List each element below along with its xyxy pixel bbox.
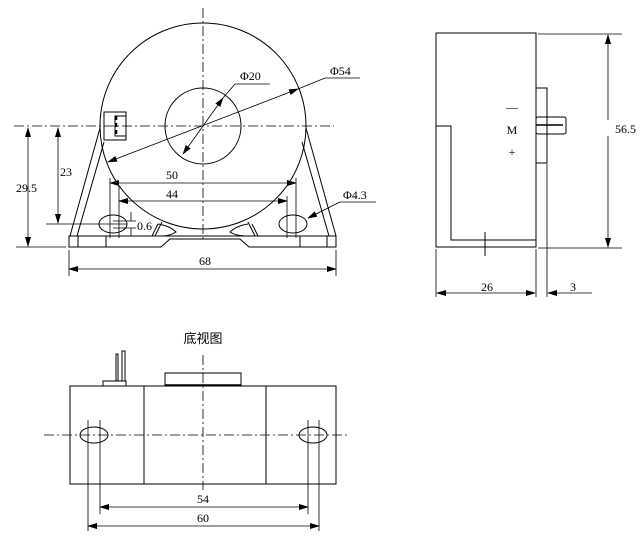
dim-phi4-3: Φ4.3 — [343, 188, 367, 202]
dim-29-5: 29.5 — [16, 181, 37, 195]
dim-54: 54 — [197, 492, 209, 506]
dim-68: 68 — [199, 254, 211, 268]
dim-50: 50 — [166, 168, 178, 182]
dim-phi20: Φ20 — [240, 69, 261, 83]
m-mark: M — [507, 123, 518, 137]
bottom-right-slot — [298, 426, 328, 444]
bottom-left-slot — [79, 426, 109, 444]
bottom-connector — [102, 380, 127, 387]
dim-phi54: Φ54 — [330, 64, 351, 78]
side-view: — M + 56.5 26 3 — [435, 32, 636, 297]
mounting-base — [68, 127, 337, 248]
front-view: 50 44 29.5 23 0.6 68 Φ20 Φ54 Φ4.3 — [14, 8, 376, 276]
dim-26: 26 — [481, 280, 493, 294]
dim-23: 23 — [60, 165, 72, 179]
plus-mark: + — [509, 145, 516, 159]
dim-3: 3 — [570, 280, 576, 294]
minus-mark: — — [505, 100, 519, 114]
dim-56-5: 56.5 — [615, 122, 636, 136]
right-slot — [278, 214, 308, 234]
bottom-view: 底视图 54 60 — [44, 331, 350, 531]
dim-44: 44 — [166, 187, 178, 201]
dim-60: 60 — [197, 511, 209, 525]
bottom-view-title: 底视图 — [183, 331, 222, 347]
dim-0-6: 0.6 — [137, 219, 152, 233]
outer-ring — [99, 22, 307, 230]
